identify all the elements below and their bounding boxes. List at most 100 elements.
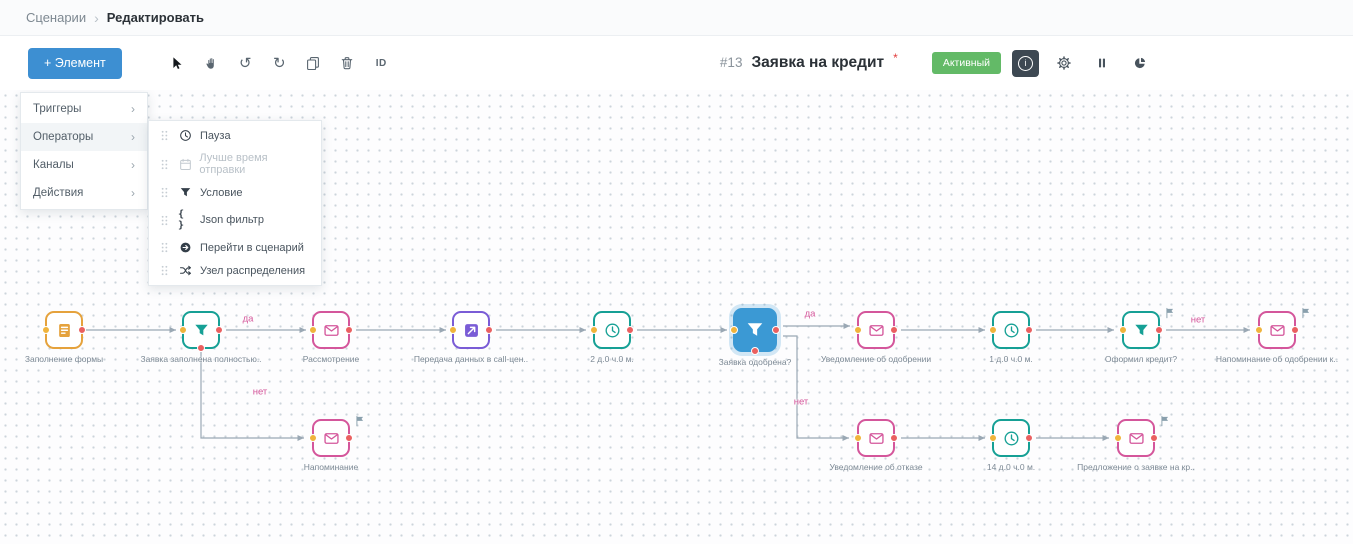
submenu-item[interactable]: Условие — [149, 181, 321, 204]
output-port[interactable] — [1025, 326, 1033, 334]
node-label: Напоминание — [303, 462, 359, 472]
input-port[interactable] — [989, 326, 997, 334]
input-port[interactable] — [590, 326, 598, 334]
chevron-right-icon: › — [131, 130, 135, 144]
shuffle-icon — [178, 264, 193, 277]
input-port[interactable] — [854, 326, 862, 334]
submenu-item[interactable]: Узел распределения — [149, 259, 321, 282]
input-port[interactable] — [1114, 434, 1122, 442]
branch-port[interactable] — [751, 347, 759, 355]
menu-item-label: Операторы — [33, 131, 94, 143]
node-label: Заявка одобрена? — [718, 357, 792, 367]
input-port[interactable] — [1255, 326, 1263, 334]
input-port[interactable] — [309, 434, 317, 442]
tool-pointer-button[interactable] — [164, 50, 191, 77]
submenu-item-label: Лучше время отправки — [199, 152, 268, 176]
output-port[interactable] — [1291, 326, 1299, 334]
chevron-right-icon: › — [131, 158, 135, 172]
flow-node[interactable]: Напоминание — [266, 415, 396, 472]
input-port[interactable] — [449, 326, 457, 334]
input-port[interactable] — [1119, 326, 1127, 334]
flow-node[interactable]: 14 д.0 ч.0 м. — [946, 419, 1076, 472]
output-port[interactable] — [78, 326, 86, 334]
flow-node[interactable]: Заявка заполнена полностью.. — [136, 311, 266, 364]
output-port[interactable] — [626, 326, 634, 334]
menu-item-операторы[interactable]: Операторы › — [21, 123, 147, 151]
submenu-item-label: Пауза — [200, 129, 231, 142]
email-icon — [323, 430, 340, 447]
tool-id-button[interactable]: ID — [368, 50, 395, 77]
submenu-item-label: Узел распределения — [200, 264, 306, 277]
tool-hand-button[interactable] — [198, 50, 225, 77]
flow-canvas[interactable]: Триггеры›Операторы›Каналы›Действия› Пауз… — [0, 90, 1353, 544]
branch-port[interactable] — [197, 344, 205, 352]
flow-node[interactable]: Уведомление об отказе — [811, 419, 941, 472]
info-button[interactable]: i — [1012, 49, 1039, 77]
menu-item-триггеры[interactable]: Триггеры› — [21, 95, 147, 123]
input-port[interactable] — [730, 326, 738, 334]
add-element-button[interactable]: + Элемент — [28, 47, 122, 79]
output-port[interactable] — [1025, 434, 1033, 442]
output-port[interactable] — [1155, 326, 1163, 334]
flag-icon — [354, 414, 366, 432]
drag-handle-icon — [158, 129, 171, 142]
output-port[interactable] — [890, 434, 898, 442]
submenu-item[interactable]: Пауза — [149, 124, 321, 147]
flow-node[interactable]: 1 д.0 ч.0 м. — [946, 311, 1076, 364]
node-label: Уведомление об одобрении — [820, 354, 932, 364]
scenario-id: #13 — [719, 55, 743, 70]
output-port[interactable] — [1150, 434, 1158, 442]
flow-node[interactable]: Оформил кредит? — [1076, 307, 1206, 364]
input-port[interactable] — [309, 326, 317, 334]
clock-icon — [604, 322, 621, 339]
pause-button[interactable] — [1088, 50, 1115, 77]
submenu-item[interactable]: { }Json фильтр — [149, 204, 321, 236]
edge-label: нет — [793, 396, 809, 408]
submenu-item[interactable]: Перейти в сценарий — [149, 236, 321, 259]
input-port[interactable] — [854, 434, 862, 442]
output-port[interactable] — [345, 326, 353, 334]
tool-copy-button[interactable] — [300, 50, 327, 77]
pausebars-icon — [1095, 56, 1109, 70]
settings-button[interactable] — [1050, 50, 1077, 77]
flow-node[interactable]: Заполнение формы — [0, 311, 129, 364]
trash-icon — [340, 56, 354, 70]
node-label: 14 д.0 ч.0 м. — [986, 462, 1036, 472]
edge-label: да — [242, 313, 254, 325]
email-icon — [1128, 430, 1145, 447]
flow-node[interactable]: Заявка одобрена? — [690, 308, 820, 367]
scenario-title: Заявка на кредит — [751, 54, 885, 71]
input-port[interactable] — [42, 326, 50, 334]
output-port[interactable] — [345, 434, 353, 442]
flow-node[interactable]: 2 д.0 ч.0 м. — [547, 311, 677, 364]
drag-handle-icon — [158, 241, 171, 254]
pointer-icon — [170, 56, 184, 70]
node-label: Уведомление об отказе — [829, 462, 923, 472]
tool-undo-button[interactable]: ↺ — [232, 50, 259, 77]
input-port[interactable] — [989, 434, 997, 442]
output-port[interactable] — [215, 326, 223, 334]
output-port[interactable] — [485, 326, 493, 334]
output-port[interactable] — [890, 326, 898, 334]
flow-node[interactable]: Уведомление об одобрении — [811, 311, 941, 364]
calendar-icon — [178, 158, 192, 171]
flow-node[interactable]: Передача данных в call-цен.. — [406, 311, 536, 364]
output-port[interactable] — [772, 326, 780, 334]
tool-redo-button[interactable]: ↻ — [266, 50, 293, 77]
stats-button[interactable] — [1126, 50, 1153, 77]
go-icon — [178, 241, 193, 254]
menu-item-каналы[interactable]: Каналы› — [21, 151, 147, 179]
flag-icon — [1159, 414, 1171, 432]
tool-group: ↺ ↻ ID — [164, 50, 395, 77]
chevron-right-icon: › — [131, 186, 135, 200]
breadcrumb-scenarios-link[interactable]: Сценарии — [26, 10, 87, 25]
edge-label: нет — [252, 386, 268, 398]
menu-item-действия[interactable]: Действия› — [21, 179, 147, 207]
tool-trash-button[interactable] — [334, 50, 361, 77]
breadcrumb: Сценарии › Редактировать — [0, 0, 1353, 36]
input-port[interactable] — [179, 326, 187, 334]
flow-node[interactable]: Напоминание об одобрении к.. — [1212, 307, 1342, 364]
flow-node[interactable]: Рассмотрение — [266, 311, 396, 364]
flow-node[interactable]: Предложение о заявке на кр.. — [1071, 415, 1201, 472]
